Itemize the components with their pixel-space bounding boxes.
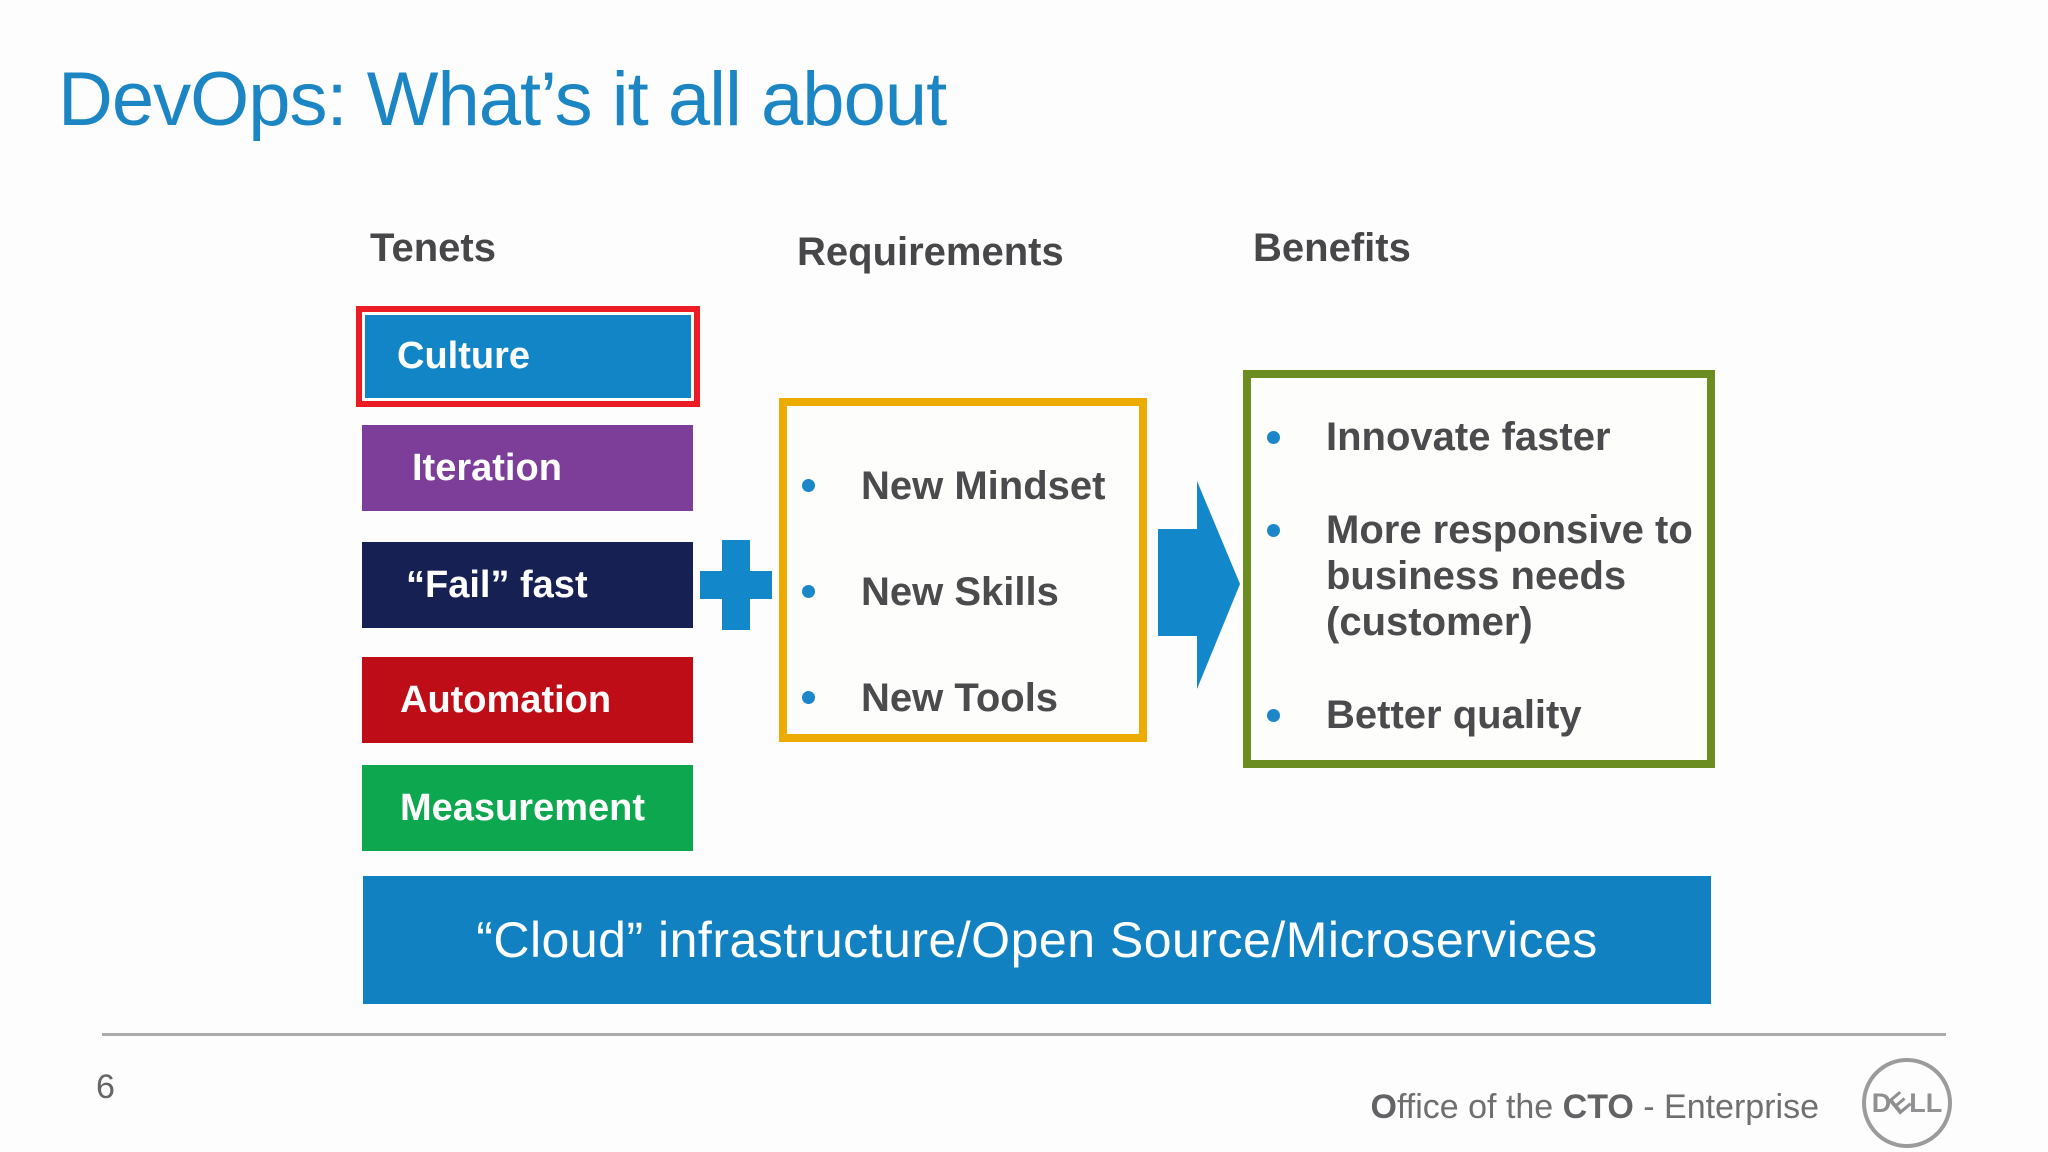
plus-icon: [700, 540, 772, 630]
requirements-box: New Mindset New Skills New Tools: [779, 398, 1147, 742]
requirement-item: New Skills: [802, 568, 1139, 616]
requirement-text: New Skills: [861, 570, 1059, 614]
footer-credit: Office of the CTO - Enterprise: [1371, 1088, 1820, 1127]
footer-divider: [102, 1033, 1946, 1036]
page-number: 6: [96, 1068, 115, 1106]
bullet-icon: [802, 691, 815, 704]
slide-title: DevOps: What’s it all about: [58, 57, 947, 142]
logo-letter: L: [1909, 1087, 1926, 1118]
tenet-box-culture-highlight: Culture: [356, 306, 700, 407]
requirement-text: New Tools: [861, 676, 1059, 720]
tenet-box-iteration: Iteration: [362, 425, 693, 511]
tenet-box-culture: Culture: [365, 315, 691, 398]
cloud-infrastructure-banner: “Cloud” infrastructure/Open Source/Micro…: [363, 876, 1711, 1004]
bullet-icon: [1267, 709, 1280, 722]
tenet-box-fail-fast: “Fail” fast: [362, 542, 693, 628]
tenet-label: Measurement: [400, 786, 645, 829]
credit-segment: O: [1370, 1088, 1397, 1126]
requirement-item: New Mindset: [802, 462, 1139, 510]
bullet-icon: [1267, 524, 1280, 537]
logo-letter: D: [1871, 1087, 1892, 1118]
benefit-item: Better quality: [1267, 692, 1707, 738]
benefit-text: Innovate faster: [1326, 415, 1611, 459]
benefit-text: Better quality: [1326, 693, 1582, 737]
requirements-header: Requirements: [797, 230, 1064, 274]
tenet-box-measurement: Measurement: [362, 765, 693, 851]
credit-segment: - Enterprise: [1633, 1088, 1819, 1126]
benefit-item: Innovate faster: [1267, 414, 1707, 460]
tenet-label: Culture: [397, 335, 530, 377]
logo-letter: L: [1925, 1087, 1943, 1118]
bullet-icon: [802, 585, 815, 598]
tenet-box-automation: Automation: [362, 657, 693, 743]
tenet-label: Iteration: [412, 446, 562, 489]
bullet-icon: [1267, 431, 1280, 444]
tenet-label: “Fail” fast: [406, 563, 588, 606]
benefits-header: Benefits: [1253, 226, 1411, 270]
arrow-right-icon: [1158, 481, 1240, 689]
requirement-item: New Tools: [802, 674, 1139, 722]
credit-segment: CTO: [1562, 1088, 1634, 1126]
tenets-header: Tenets: [370, 226, 496, 270]
requirement-text: New Mindset: [861, 464, 1106, 508]
bullet-icon: [802, 479, 815, 492]
benefits-box: Innovate faster More responsive to busin…: [1243, 370, 1715, 768]
benefit-text: More responsive to business needs (custo…: [1326, 508, 1693, 644]
tenet-label: Automation: [400, 678, 612, 721]
credit-segment: ffice of the: [1396, 1088, 1563, 1126]
banner-text: “Cloud” infrastructure/Open Source/Micro…: [476, 912, 1598, 968]
benefit-item: More responsive to business needs (custo…: [1267, 507, 1707, 645]
